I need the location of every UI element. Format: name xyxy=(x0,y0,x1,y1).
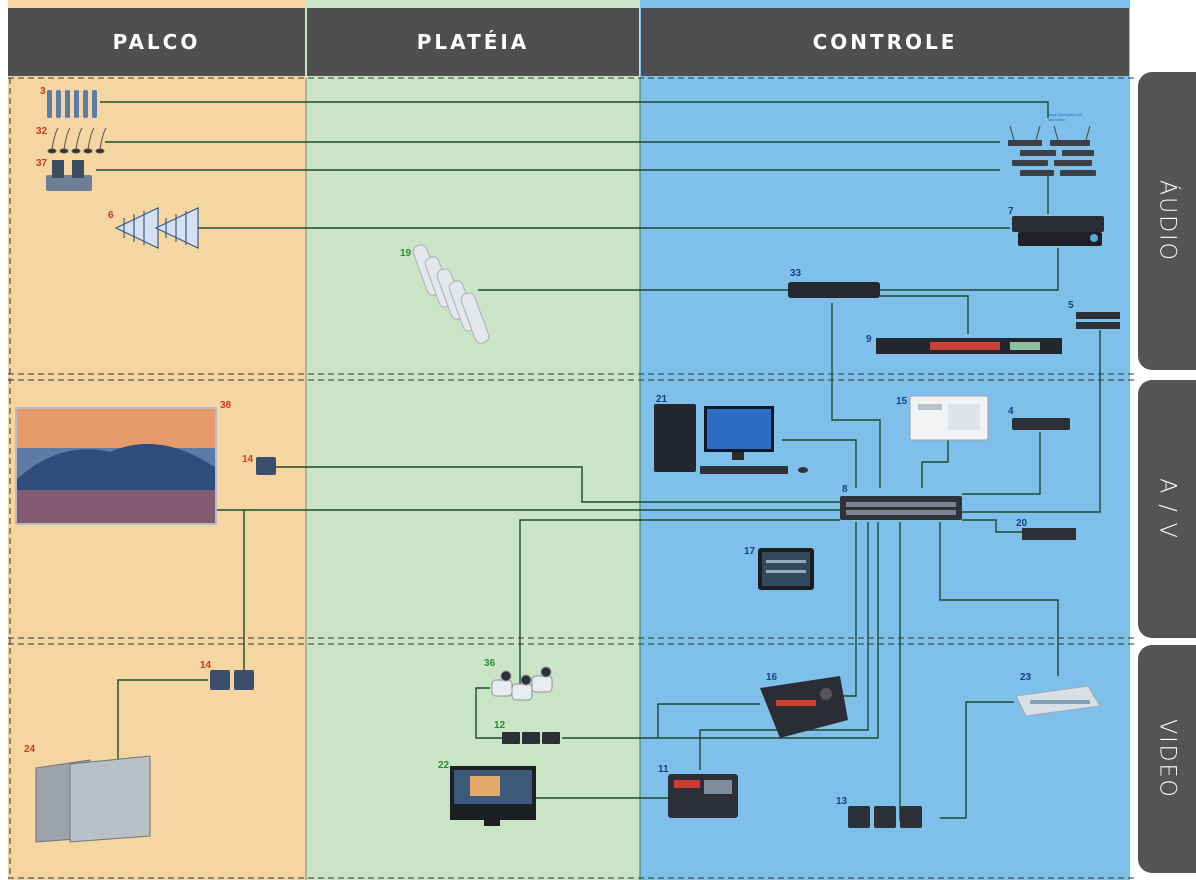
gooseneck-mics xyxy=(47,127,107,154)
device-label-33: 33 xyxy=(790,268,802,279)
device-label-14-bottom: 14 xyxy=(200,660,212,671)
device-label-5: 5 xyxy=(1068,300,1074,311)
line-array-speaker xyxy=(412,244,490,344)
handheld-mics xyxy=(47,90,97,118)
video-converters-13 xyxy=(848,806,922,828)
production-monitor xyxy=(450,766,536,826)
control-rack-20 xyxy=(1022,528,1076,540)
network-switch xyxy=(840,496,962,520)
device-label-9: 9 xyxy=(866,334,872,345)
wires xyxy=(96,101,1101,821)
converter-14-bottom-b xyxy=(234,670,254,690)
touch-panel xyxy=(909,395,989,441)
plateia-header: PLATÉIA xyxy=(307,8,639,76)
device-label-20: 20 xyxy=(1016,518,1028,529)
video-switcher xyxy=(668,774,738,818)
directional-antennas xyxy=(114,207,199,249)
camera-controller xyxy=(760,676,848,738)
av-processor-4 xyxy=(1012,418,1070,430)
controle-header: CONTROLE xyxy=(641,8,1129,76)
palco-title: PALCO xyxy=(112,30,201,54)
av-section-tab: A / V xyxy=(1138,380,1196,638)
audio-processor xyxy=(1012,216,1104,246)
led-video-wall xyxy=(35,755,151,843)
device-label-3: 3 xyxy=(40,86,46,97)
device-label-21: 21 xyxy=(656,394,668,405)
device-label-6: 6 xyxy=(108,210,114,221)
video-section-tab: VIDEO xyxy=(1138,645,1196,873)
device-label-11: 11 xyxy=(658,764,669,775)
section-dividers xyxy=(8,77,1138,879)
palco-header: PALCO xyxy=(8,8,305,76)
audio-section-tab: ÁUDIO xyxy=(1138,72,1196,370)
device-label-7: 7 xyxy=(1008,206,1014,217)
amplifier xyxy=(788,282,880,298)
device-label-19: 19 xyxy=(400,248,412,259)
video-recorder xyxy=(1015,685,1101,717)
device-label-17: 17 xyxy=(744,546,756,557)
device-label-4: 4 xyxy=(1008,406,1014,417)
device-label-24: 24 xyxy=(24,744,36,755)
device-label-14-top: 14 xyxy=(242,454,254,465)
device-label-12: 12 xyxy=(494,720,506,731)
device-label-23: 23 xyxy=(1020,672,1032,683)
ptz-cameras xyxy=(491,666,553,701)
device-label-22: 22 xyxy=(438,760,450,771)
converter-14-bottom-a xyxy=(210,670,230,690)
device-label-15: 15 xyxy=(896,396,908,407)
device-label-8: 8 xyxy=(842,484,848,495)
plateia-column xyxy=(306,0,640,880)
desktop-computer xyxy=(654,404,808,474)
device-label-36: 36 xyxy=(484,658,496,669)
device-label-32: 32 xyxy=(36,126,48,137)
device-label-38: 38 xyxy=(220,400,232,411)
dsp-rack xyxy=(876,338,1062,354)
mic-receiver-bases xyxy=(1008,125,1096,176)
receiver-base-label: Base Receptora de Microfone xyxy=(1048,112,1083,122)
device-label-37: 37 xyxy=(36,158,48,169)
controle-title: CONTROLE xyxy=(812,30,958,54)
device-label-16: 16 xyxy=(766,672,778,683)
converter-14-top xyxy=(256,457,276,475)
video-converters-12 xyxy=(502,732,560,744)
rack-unit-5 xyxy=(1076,312,1120,329)
device-label-13: 13 xyxy=(836,796,848,807)
stage-display xyxy=(15,407,217,525)
plateia-title: PLATÉIA xyxy=(416,30,530,54)
bodypack-receivers xyxy=(46,160,92,191)
tablet-mixer xyxy=(758,548,814,590)
